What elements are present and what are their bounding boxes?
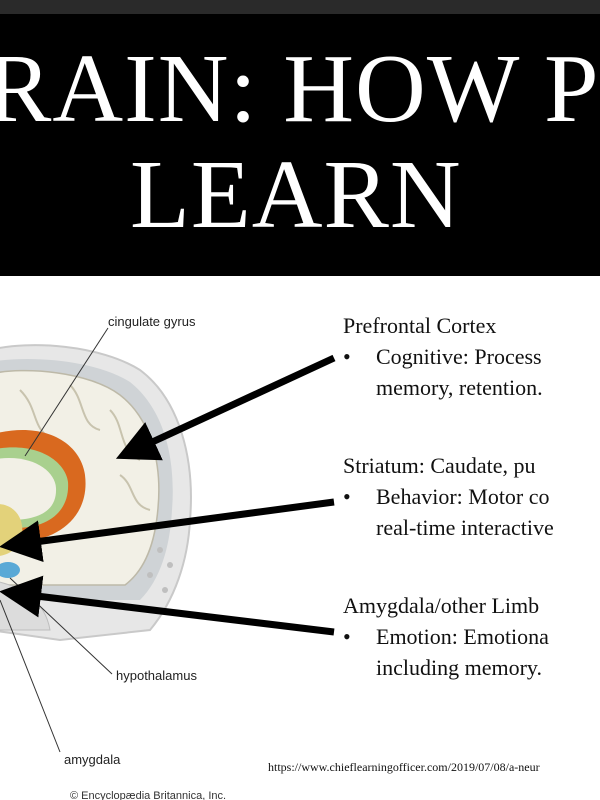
arrow-amygdala [0,575,335,636]
bullet-line-1: Behavior: Motor co [376,483,550,509]
bullet-glyph: • [343,623,351,649]
text-block-amygdala: Amygdala/other Limb • Emotion: Emotiona … [343,591,549,683]
label-cingulate-gyrus: cingulate gyrus [108,314,196,329]
arrow-prefrontal [115,354,336,461]
bullet-line-2: memory, retention. [376,374,543,400]
hypothalamus-region [0,562,20,578]
block-heading: Prefrontal Cortex [343,313,497,338]
bullet-glyph: • [343,343,351,369]
bullet-line-1: Cognitive: Process [376,343,542,369]
slide-title-line-1: RAIN: HOW PE [0,35,600,143]
block-heading: Striatum: Caudate, pu [343,453,536,478]
label-hypothalamus: hypothalamus [116,668,197,683]
bullet-continuation: including memory. [343,653,549,684]
bullet-continuation: real-time interactive [343,513,554,544]
label-amygdala: amygdala [64,752,121,767]
bullet-line-2: real-time interactive [376,514,554,540]
image-copyright: © Encyclopædia Britannica, Inc. [70,790,227,800]
cingulate-leader [24,327,109,457]
bullet-item: • Emotion: Emotiona [343,622,549,653]
source-link[interactable]: https://www.chieflearningofficer.com/201… [268,760,540,774]
arrow-striatum [0,498,335,563]
block-heading: Amygdala/other Limb [343,593,540,618]
bullet-continuation: memory, retention. [343,373,543,404]
bullet-item: • Behavior: Motor co [343,482,554,513]
amygdala-leader [0,599,61,753]
thalamus-region [0,458,57,520]
bullet-line-2: including memory. [376,654,542,680]
bullet-item: • Cognitive: Process [343,342,543,373]
text-block-striatum: Striatum: Caudate, pu • Behavior: Motor … [343,451,554,543]
title-banner: RAIN: HOW PE LEARN [0,14,600,276]
bullet-line-1: Emotion: Emotiona [376,623,549,649]
slide-title-line-2: LEARN [130,141,462,249]
bullet-glyph: • [343,483,351,509]
text-block-prefrontal: Prefrontal Cortex • Cognitive: Process m… [343,311,543,403]
window-top-strip [0,0,600,14]
